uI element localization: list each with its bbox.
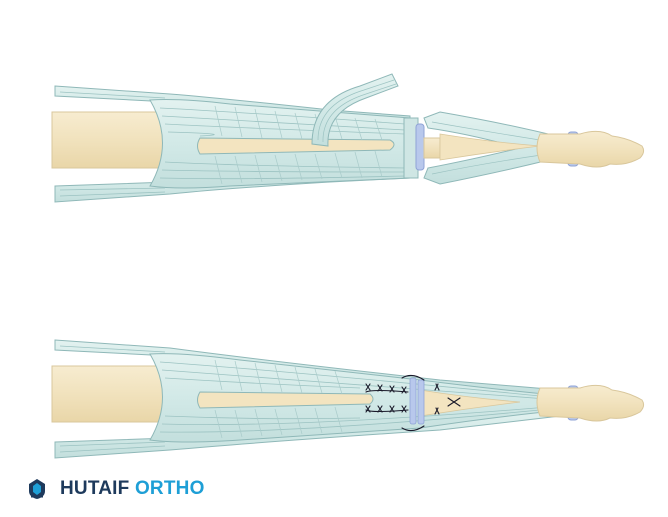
tendon-flap bbox=[311, 73, 399, 147]
tendon-slit bbox=[197, 137, 395, 155]
pulley-repair-2 bbox=[417, 379, 425, 425]
brand-footer: HUTAIF ORTHO bbox=[28, 476, 205, 502]
tendon-before-repair bbox=[51, 73, 645, 203]
brand-name: HUTAIF ORTHO bbox=[60, 478, 205, 500]
brand-name-accent: ORTHO bbox=[134, 478, 205, 499]
suture-stitches bbox=[365, 374, 461, 432]
tendon-slit-repaired bbox=[197, 391, 374, 409]
pulley-proximal bbox=[415, 123, 425, 171]
joint-bone bbox=[423, 137, 441, 159]
brand-name-primary: HUTAIF bbox=[60, 478, 130, 499]
hutaif-ortho-logo-icon bbox=[29, 479, 45, 499]
tendon-repair-illustration bbox=[51, 73, 645, 459]
tendon-after-repair bbox=[51, 339, 645, 459]
pulley-repair-1 bbox=[409, 377, 417, 425]
distal-phalanx-repaired bbox=[536, 384, 645, 422]
distal-phalanx bbox=[536, 130, 645, 168]
